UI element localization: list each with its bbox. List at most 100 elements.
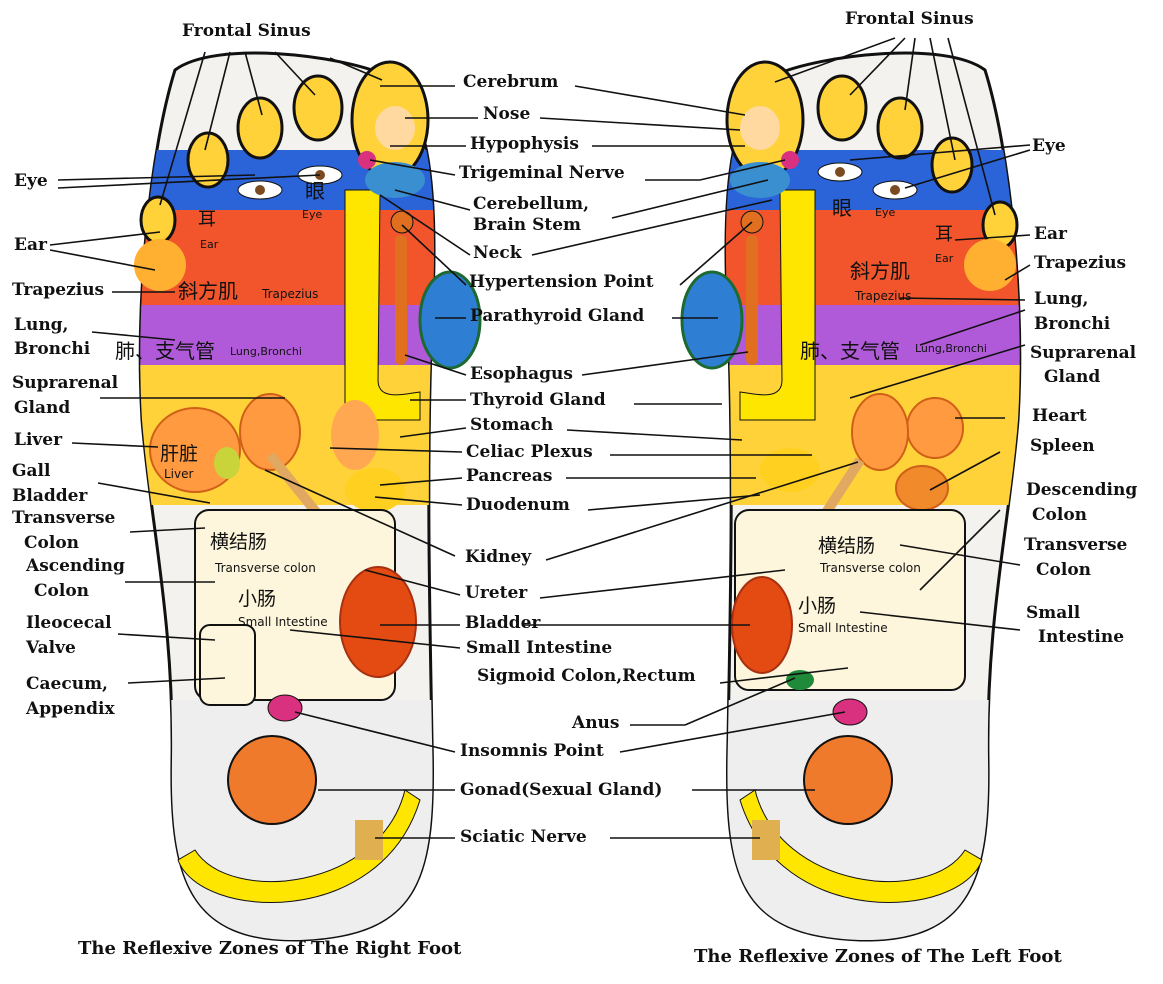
label-ear-left-foot: Ear xyxy=(1034,224,1067,244)
label-bronchi-left-foot: Bronchi xyxy=(1034,314,1111,334)
label-eye-right-foot: Eye xyxy=(14,171,48,191)
label-stomach: Stomach xyxy=(470,415,554,435)
label-cerebellum: Cerebellum, xyxy=(473,194,590,214)
right-bladder xyxy=(339,566,417,678)
left-foot: 眼 Eye 耳 Ear 斜方肌 Trapezius 肺、支气管 Lung,Bro… xyxy=(680,51,1022,942)
left-kidney xyxy=(851,393,909,471)
right-parathyroid xyxy=(418,270,482,370)
right-toe-2 xyxy=(292,74,344,142)
right-trapezius-cn: 斜方肌 xyxy=(178,279,238,303)
left-lung-zone xyxy=(725,305,1020,370)
left-heart xyxy=(906,397,964,459)
right-eye-cn: 眼 xyxy=(305,179,325,203)
label-transverse-colon-left-foot: Colon xyxy=(1036,560,1092,580)
left-insomnis-point xyxy=(832,698,868,726)
left-spine-band xyxy=(739,189,816,421)
label-pancreas: Pancreas xyxy=(466,466,553,486)
left-transverse-en: Transverse colon xyxy=(819,561,921,575)
label-appendix: Appendix xyxy=(26,699,115,719)
left-parathyroid xyxy=(680,270,744,370)
label-cerebrum: Cerebrum xyxy=(463,72,559,92)
label-ascending-colon: Colon xyxy=(34,581,90,601)
left-esophagus xyxy=(746,235,758,365)
label-ear-right-foot: Ear xyxy=(14,235,47,255)
label-lung-right-foot: Lung, xyxy=(14,315,69,335)
left-sciatic-band xyxy=(739,789,983,903)
label-hypertension-point: Hypertension Point xyxy=(469,272,654,292)
right-toe-5 xyxy=(139,195,177,245)
left-lung-en: Lung,Bronchi xyxy=(915,342,987,355)
right-liver-cn: 肝脏 xyxy=(160,443,198,465)
right-sciatic-band xyxy=(177,789,421,903)
left-eye-en: Eye xyxy=(875,206,895,219)
right-insomnis-point xyxy=(267,694,303,722)
label-ileocecal: Ileocecal xyxy=(26,613,112,633)
label-valve: Valve xyxy=(26,638,76,658)
label-kidney: Kidney xyxy=(465,547,532,567)
right-trapezius-en: Trapezius xyxy=(261,287,318,301)
right-esophagus xyxy=(395,235,407,365)
label-eye-left-foot: Eye xyxy=(1032,136,1066,156)
label-insomnis-point: Insomnis Point xyxy=(460,741,604,761)
label-hypophysis: Hypophysis xyxy=(470,134,579,154)
leader-lines xyxy=(49,37,1031,839)
left-spleen xyxy=(895,465,949,511)
label-transverse-left-foot: Transverse xyxy=(1024,535,1128,555)
label-gonad: Gonad(Sexual Gland) xyxy=(460,780,663,800)
left-eye-cn: 眼 xyxy=(832,196,852,220)
right-transverse-en: Transverse colon xyxy=(214,561,316,575)
left-ear-en: Ear xyxy=(935,252,954,265)
label-transverse-right-foot: Transverse xyxy=(12,508,116,528)
label-anus: Anus xyxy=(572,713,620,733)
label-small-left-foot: Small xyxy=(1026,603,1081,623)
left-trapezius-en: Trapezius xyxy=(854,289,911,303)
label-bronchi-right-foot: Bronchi xyxy=(14,339,91,359)
label-descending-colon: Colon xyxy=(1032,505,1088,525)
right-spine-band xyxy=(344,189,421,421)
label-neck: Neck xyxy=(473,243,522,263)
label-parathyroid-gland: Parathyroid Gland xyxy=(470,306,645,326)
label-gland-left-foot: Gland xyxy=(1044,367,1101,387)
right-lung-cn: 肺、支气管 xyxy=(115,339,215,363)
right-lung-zone xyxy=(140,305,435,370)
label-gland-right-foot: Gland xyxy=(14,398,71,418)
label-caecum: Caecum, xyxy=(26,674,108,694)
left-lung-cn: 肺、支气管 xyxy=(800,339,900,363)
left-toe-3 xyxy=(876,96,924,160)
left-ear-cn: 耳 xyxy=(935,224,953,245)
left-small-cn: 小肠 xyxy=(798,595,836,617)
right-transverse-cn: 横结肠 xyxy=(210,531,267,553)
label-heart: Heart xyxy=(1032,406,1087,426)
label-descending: Descending xyxy=(1026,480,1138,500)
label-trigeminal-nerve: Trigeminal Nerve xyxy=(459,163,625,183)
label-gall: Gall xyxy=(12,461,51,481)
label-brain-stem: Brain Stem xyxy=(473,215,582,235)
right-toe-4 xyxy=(186,131,230,189)
right-toe-3 xyxy=(236,96,284,160)
right-trapezius-zone xyxy=(140,210,435,310)
label-sciatic-nerve: Sciatic Nerve xyxy=(460,827,587,847)
label-spleen: Spleen xyxy=(1030,436,1095,456)
label-suprarenal-left-foot: Suprarenal xyxy=(1030,343,1137,363)
label-trapezius-left-foot: Trapezius xyxy=(1034,253,1127,273)
left-colon-area xyxy=(734,509,966,691)
left-transverse-cn: 横结肠 xyxy=(818,535,875,557)
left-toe-4 xyxy=(930,136,974,194)
label-nose: Nose xyxy=(483,104,531,124)
label-ureter: Ureter xyxy=(465,583,528,603)
label-small-intestine: Small Intestine xyxy=(466,638,613,658)
right-foot: 眼 Eye 耳 Ear 斜方肌 Trapezius 肺、支气管 Lung,Bro… xyxy=(115,51,482,942)
right-small-en: Small Intestine xyxy=(238,615,328,629)
right-ear-en: Ear xyxy=(200,238,219,251)
right-eye-en: Eye xyxy=(302,208,322,221)
right-small-cn: 小肠 xyxy=(238,588,276,610)
right-kidney xyxy=(239,393,301,471)
label-suprarenal-right-foot: Suprarenal xyxy=(12,373,119,393)
right-gonad xyxy=(227,735,317,825)
left-trapezius-cn: 斜方肌 xyxy=(850,259,910,283)
label-transverse-colon-right-foot: Colon xyxy=(24,533,80,553)
label-frontal-sinus-right-foot: Frontal Sinus xyxy=(182,21,311,41)
label-gall-bladder: Bladder xyxy=(12,486,88,506)
